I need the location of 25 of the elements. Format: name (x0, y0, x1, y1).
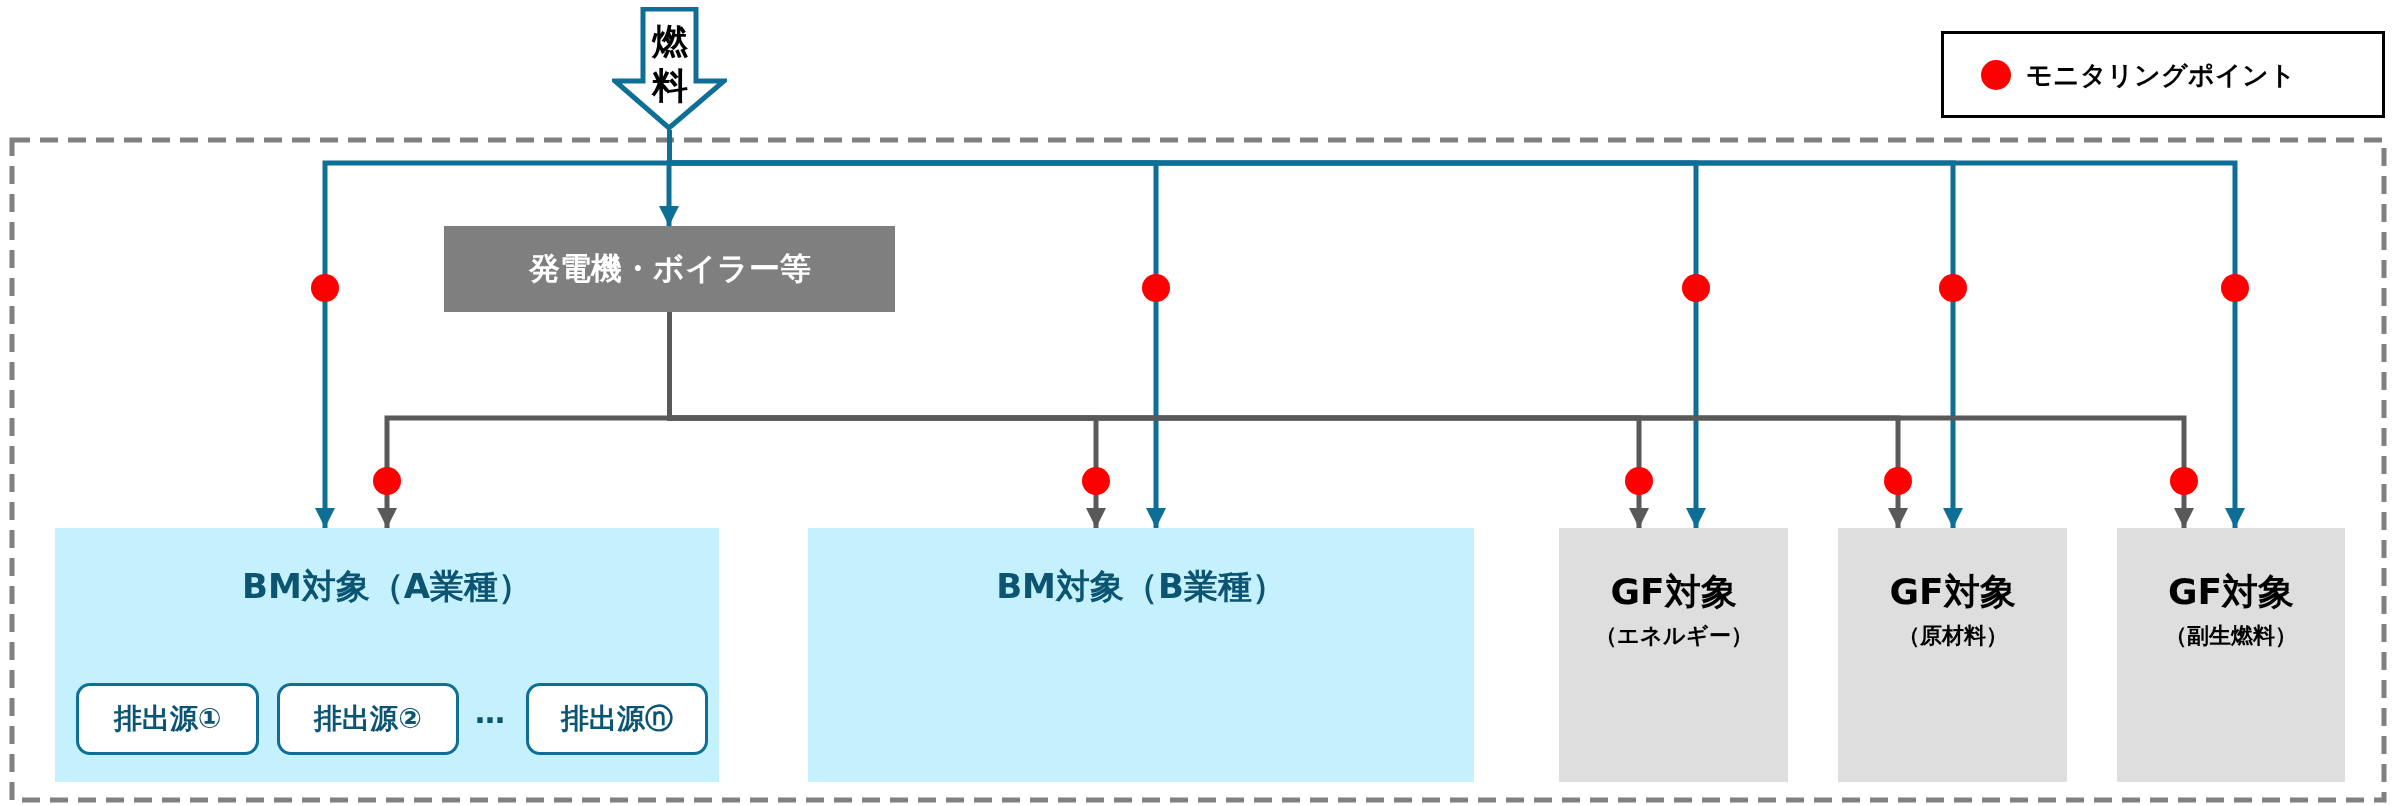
box-label: 排出源① (113, 701, 222, 737)
source-box (526, 683, 708, 755)
box-subtitle: （エネルギー） (1594, 622, 1753, 650)
target-box (1838, 528, 2067, 782)
arrow-label: 燃料 (650, 19, 689, 108)
target-box (1559, 528, 1788, 782)
target-box (2117, 528, 2345, 782)
box-title: GF対象 (1889, 570, 2016, 614)
process-box (444, 226, 895, 312)
ellipsis: … (474, 695, 506, 730)
box-label: 排出源② (314, 701, 422, 737)
box-title: BM対象（A業種） (241, 565, 533, 608)
box-title: BM対象（B業種） (996, 565, 1286, 608)
source-box (76, 683, 259, 755)
fuel-arrow (612, 7, 727, 130)
box-subtitle: （原材料） (1897, 622, 2008, 650)
box-label: 発電機・ボイラー等 (528, 249, 811, 288)
box-subtitle: （副生燃料） (2165, 622, 2297, 650)
source-box (277, 683, 459, 755)
box-title: GF対象 (2167, 570, 2295, 614)
target-box (808, 528, 1474, 782)
target-box (55, 528, 719, 782)
box-title: GF対象 (1610, 570, 1737, 614)
legend-label: モニタリングポイント (2026, 59, 2296, 92)
box-label: 排出源ⓝ (561, 701, 673, 737)
